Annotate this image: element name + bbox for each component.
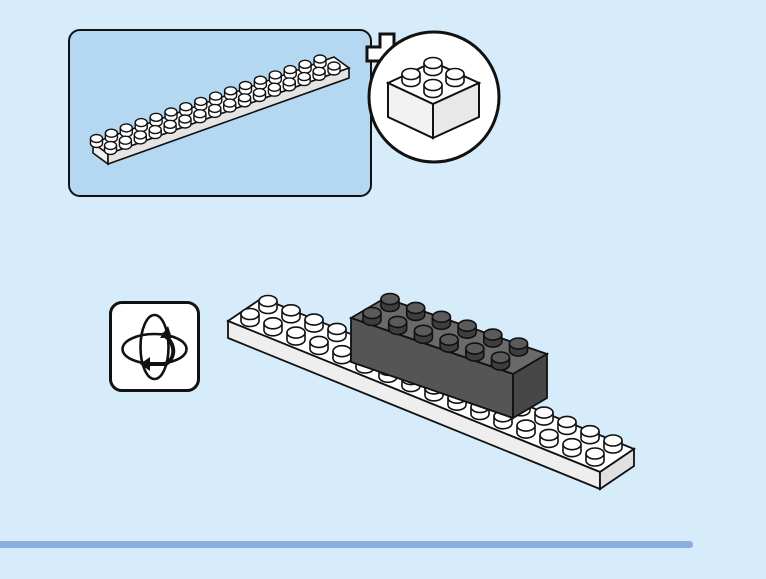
stud bbox=[363, 308, 381, 326]
stud bbox=[268, 83, 280, 96]
progress-bar-fill bbox=[0, 541, 693, 548]
stud bbox=[194, 110, 206, 123]
stud bbox=[563, 439, 581, 457]
stud bbox=[299, 60, 311, 73]
stud bbox=[259, 296, 277, 314]
stud bbox=[134, 131, 146, 144]
stud bbox=[407, 302, 425, 320]
stud bbox=[135, 119, 147, 132]
stud bbox=[149, 126, 161, 139]
stud bbox=[254, 89, 266, 102]
stud bbox=[209, 104, 221, 117]
stud bbox=[150, 113, 162, 126]
stud bbox=[298, 73, 310, 86]
stud bbox=[105, 142, 117, 155]
stud bbox=[240, 82, 252, 95]
stud bbox=[241, 309, 259, 327]
stud bbox=[313, 67, 325, 80]
stud bbox=[120, 124, 132, 137]
stud bbox=[333, 346, 351, 364]
stud bbox=[314, 55, 326, 68]
stud bbox=[269, 71, 281, 84]
stud bbox=[180, 103, 192, 116]
stud bbox=[284, 66, 296, 79]
stud bbox=[282, 305, 300, 323]
stud bbox=[381, 294, 399, 312]
progress-bar bbox=[0, 541, 693, 548]
stud bbox=[283, 78, 295, 91]
stud bbox=[328, 323, 346, 341]
stud bbox=[540, 429, 558, 447]
stud bbox=[458, 320, 476, 338]
stud bbox=[195, 97, 207, 110]
stud bbox=[328, 62, 340, 75]
stud bbox=[586, 448, 604, 466]
stud bbox=[105, 129, 117, 142]
stud bbox=[210, 92, 222, 105]
callout-brick-2x2 bbox=[369, 32, 499, 162]
stud bbox=[492, 352, 510, 370]
stud bbox=[310, 336, 328, 354]
stud bbox=[239, 94, 251, 107]
stud bbox=[224, 99, 236, 112]
stud bbox=[581, 426, 599, 444]
callout-plate-studs bbox=[91, 55, 341, 155]
stud bbox=[510, 338, 528, 356]
stud bbox=[432, 311, 450, 329]
stud bbox=[264, 318, 282, 336]
stud bbox=[164, 120, 176, 133]
stud bbox=[517, 420, 535, 438]
stud bbox=[604, 435, 622, 453]
stud bbox=[165, 108, 177, 121]
stud bbox=[484, 329, 502, 347]
stud bbox=[225, 87, 237, 100]
stud bbox=[440, 334, 458, 352]
stud bbox=[287, 327, 305, 345]
rotate-model-icon bbox=[112, 304, 197, 389]
stud bbox=[535, 407, 553, 425]
rotate-model-box bbox=[109, 301, 200, 392]
stud bbox=[389, 316, 407, 334]
stud bbox=[558, 416, 576, 434]
stud bbox=[466, 343, 484, 361]
stud bbox=[414, 325, 432, 343]
stud bbox=[254, 76, 266, 89]
stud bbox=[119, 136, 131, 149]
stud bbox=[179, 115, 191, 128]
callout-plate-2x16 bbox=[91, 55, 350, 164]
stud bbox=[91, 135, 103, 148]
stud bbox=[305, 314, 323, 332]
